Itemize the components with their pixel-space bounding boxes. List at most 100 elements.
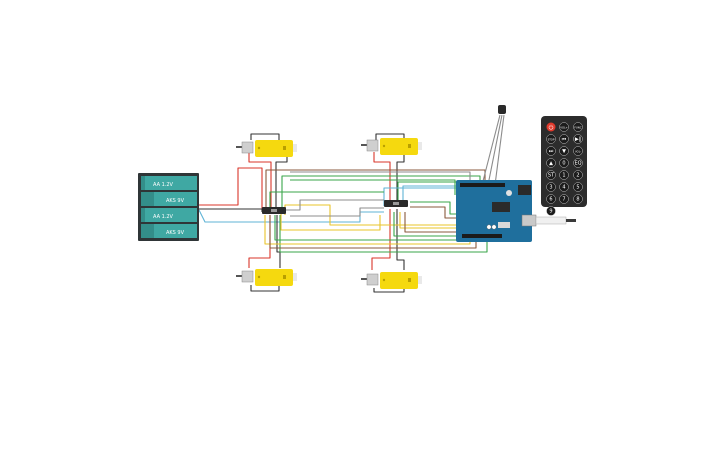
remote-button-shape[interactable] xyxy=(546,158,556,168)
wire-battery-blue[interactable] xyxy=(198,209,384,223)
remote-button-shape[interactable] xyxy=(573,158,583,168)
remote-button[interactable]: ST xyxy=(546,170,556,180)
battery-cell-body xyxy=(141,176,197,190)
remote-button-label: FUNC xyxy=(574,126,581,130)
wire-motor-tl-a[interactable] xyxy=(248,152,272,210)
wire-motor-br-a[interactable] xyxy=(371,209,391,270)
remote-button[interactable]: 4 xyxy=(559,182,569,192)
arduino-capacitor xyxy=(486,224,492,230)
motor-bottom-right[interactable] xyxy=(361,272,422,289)
wire-motor-bl-c[interactable] xyxy=(276,215,281,268)
remote-button-label: ST xyxy=(548,173,555,179)
remote-button[interactable]: VOL+ xyxy=(559,122,569,132)
remote-button-shape[interactable] xyxy=(559,170,569,180)
ir-receiver[interactable] xyxy=(498,105,506,114)
wire-ir-1[interactable] xyxy=(481,114,501,186)
wire-brown-1[interactable] xyxy=(265,169,486,207)
wire-green-8[interactable] xyxy=(269,191,384,210)
remote-button-shape[interactable] xyxy=(559,146,569,156)
remote-button-shape[interactable] xyxy=(546,182,556,192)
remote-button-shape[interactable] xyxy=(559,158,569,168)
remote-button[interactable]: ▼ xyxy=(559,146,569,156)
wire-green-7[interactable] xyxy=(410,201,458,215)
motor-top-right[interactable] xyxy=(361,138,422,155)
remote-button-shape[interactable] xyxy=(546,206,556,216)
power-button[interactable] xyxy=(546,122,556,132)
remote-button-label: EQ xyxy=(574,161,581,167)
remote-button[interactable]: 2 xyxy=(573,170,583,180)
driver-right[interactable] xyxy=(384,200,408,207)
remote-button[interactable]: 6 xyxy=(546,194,556,204)
usb-cable xyxy=(535,216,567,225)
remote-button[interactable]: FUNC xyxy=(573,122,583,132)
remote-button[interactable]: ⏭ xyxy=(546,146,556,156)
arduino-header-top xyxy=(460,183,505,187)
arduino-reset xyxy=(506,190,512,196)
remote-button[interactable]: 5 xyxy=(573,182,583,192)
wire-motor-bl-a[interactable] xyxy=(248,215,271,268)
wire-brown-4[interactable] xyxy=(410,206,458,219)
wire-green-4[interactable] xyxy=(397,181,463,200)
motor-top-left[interactable] xyxy=(236,140,297,157)
remote-button[interactable]: 0 xyxy=(559,158,569,168)
remote-button[interactable]: 8 xyxy=(573,194,583,204)
motor-shaft xyxy=(236,275,242,277)
wire-ir-3[interactable] xyxy=(494,114,505,186)
wire-green-2[interactable] xyxy=(279,215,488,253)
remote-button-shape[interactable] xyxy=(573,170,583,180)
wire-green-6[interactable] xyxy=(290,179,456,195)
motor-can xyxy=(241,141,254,154)
remote-button-shape[interactable] xyxy=(559,134,569,144)
motor-bottom-left[interactable] xyxy=(236,269,297,286)
remote-button[interactable]: 3 xyxy=(546,182,556,192)
wire-yellow-4[interactable] xyxy=(280,210,381,231)
remote-button[interactable]: 1 xyxy=(559,170,569,180)
remote-button[interactable]: VOL- xyxy=(573,146,583,156)
wire-gray-2[interactable] xyxy=(290,207,384,217)
remote-button-shape[interactable] xyxy=(546,170,556,180)
wire-gray-3[interactable] xyxy=(286,199,384,211)
remote-button-shape[interactable] xyxy=(546,194,556,204)
wire-motor-bl-b[interactable] xyxy=(250,285,280,292)
remote-button-shape[interactable] xyxy=(573,146,583,156)
remote-button-shape[interactable] xyxy=(559,122,569,132)
wire-yellow-3[interactable] xyxy=(399,212,458,229)
wire-motor-br-c[interactable] xyxy=(396,209,405,270)
arduino-header-bottom xyxy=(462,234,502,238)
remote-button[interactable]: ▶‖ xyxy=(573,134,583,144)
remote-button[interactable]: ▲ xyxy=(546,158,556,168)
battery-cell-terminal xyxy=(141,176,145,190)
remote-button-shape[interactable] xyxy=(573,122,583,132)
remote-button[interactable]: STOP xyxy=(546,134,556,144)
remote-button-label: 8 xyxy=(576,197,579,203)
wire-motor-tr-b[interactable] xyxy=(375,133,405,140)
wire-motor-tl-b[interactable] xyxy=(250,133,280,140)
motor-screw xyxy=(382,144,386,148)
remote-button-shape[interactable] xyxy=(573,134,583,144)
wire-battery-positive[interactable] xyxy=(199,167,263,210)
wire-motor-tr-c[interactable] xyxy=(396,152,405,204)
arduino-capacitor xyxy=(491,224,497,230)
wire-ir-2[interactable] xyxy=(487,114,503,186)
wire-motor-tr-a[interactable] xyxy=(373,152,391,204)
remote-button-label: ⏭ xyxy=(549,149,554,155)
remote-button-shape[interactable] xyxy=(559,182,569,192)
remote-button[interactable]: ⏮ xyxy=(559,134,569,144)
ir-receiver-body xyxy=(498,105,506,114)
remote-button[interactable]: 9 xyxy=(546,206,556,216)
arduino-uno[interactable] xyxy=(456,180,576,242)
arduino-crystal xyxy=(498,222,510,228)
remote-button-shape[interactable] xyxy=(546,146,556,156)
remote-button-label: 4 xyxy=(562,185,565,191)
wire-battery-negative[interactable] xyxy=(199,208,263,212)
remote-button-shape[interactable] xyxy=(573,194,583,204)
remote-button-shape[interactable] xyxy=(573,182,583,192)
driver-left[interactable] xyxy=(262,207,286,214)
remote-button[interactable]: 7 xyxy=(559,194,569,204)
remote-button[interactable]: EQ xyxy=(573,158,583,168)
remote-button-label: ▼ xyxy=(562,149,566,155)
remote-button-shape[interactable] xyxy=(559,194,569,204)
remote-button-shape[interactable] xyxy=(546,134,556,144)
